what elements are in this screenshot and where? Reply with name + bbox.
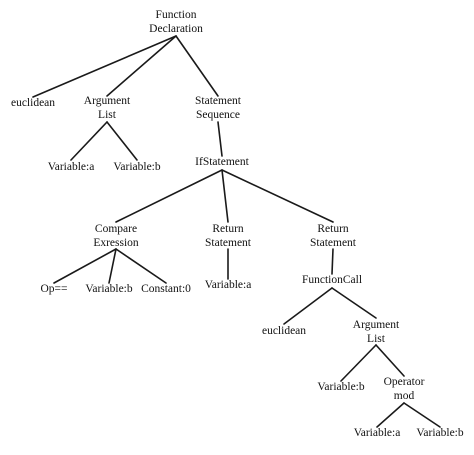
- tree-node-func-call: FunctionCall: [302, 273, 362, 287]
- node-label-line: euclidean: [261, 325, 307, 337]
- node-label-line: Op==: [40, 283, 68, 295]
- edge-compare-expr-to-op-eq: [53, 248, 117, 284]
- edge-func-decl-to-arg-list1: [106, 35, 177, 97]
- edge-arg-list1-to-var-b1: [106, 121, 138, 161]
- edge-compare-expr-to-const0: [115, 248, 167, 284]
- node-label-line: List: [367, 333, 385, 345]
- node-label-line: euclidean: [10, 97, 56, 109]
- edge-if-stmt-to-return1: [221, 169, 229, 223]
- node-label-line: Variable:b: [416, 427, 464, 439]
- tree-node-var-b4: Variable:b: [416, 426, 463, 440]
- node-label-line: Variable:b: [113, 161, 161, 173]
- tree-node-const0: Constant:0: [141, 282, 191, 296]
- node-label-line: IfStatement: [195, 156, 249, 168]
- node-label-line: Variable:a: [47, 161, 95, 173]
- edge-if-stmt-to-return2: [221, 169, 334, 223]
- node-label-line: Statement: [195, 95, 241, 107]
- edge-op-mod-to-var-a3: [376, 402, 405, 428]
- node-label-line: FunctionCall: [301, 274, 363, 286]
- node-label-line: Compare: [94, 223, 138, 235]
- edge-if-stmt-to-compare-expr: [115, 169, 223, 223]
- edge-func-decl-to-euclidean1: [32, 35, 177, 98]
- edge-arg-list1-to-var-a1: [70, 121, 108, 161]
- node-label-line: Variable:b: [317, 381, 365, 393]
- node-label-line: Variable:b: [85, 283, 133, 295]
- node-label-line: Operator: [383, 376, 425, 388]
- tree-node-if-stmt: IfStatement: [195, 155, 249, 169]
- node-label-line: mod: [393, 390, 415, 402]
- node-label-line: Sequence: [195, 109, 241, 121]
- node-label-line: Return: [212, 223, 244, 235]
- node-label-line: List: [98, 109, 116, 121]
- tree-node-euclidean2: euclidean: [262, 324, 306, 338]
- edge-compare-expr-to-var-b2: [108, 248, 117, 284]
- node-label-line: Return: [317, 223, 349, 235]
- node-label-line: Declaration: [149, 23, 203, 35]
- tree-node-euclidean1: euclidean: [11, 96, 55, 110]
- edge-arg-list2-to-var-b3: [340, 344, 377, 382]
- edge-func-call-to-arg-list2: [331, 287, 377, 319]
- node-label-line: Variable:a: [204, 279, 252, 291]
- node-label-line: Argument: [352, 319, 400, 331]
- tree-node-op-mod: Operator mod: [384, 375, 425, 403]
- tree-node-var-b3: Variable:b: [317, 380, 364, 394]
- node-label-line: Exression: [93, 237, 139, 249]
- node-label-line: Variable:a: [353, 427, 401, 439]
- tree-node-var-a1: Variable:a: [48, 160, 95, 174]
- node-label-line: Argument: [83, 95, 131, 107]
- edge-arg-list2-to-op-mod: [375, 344, 405, 377]
- tree-node-op-eq: Op==: [40, 282, 67, 296]
- tree-node-var-b1: Variable:b: [113, 160, 160, 174]
- tree-node-var-a2: Variable:a: [205, 278, 252, 292]
- edge-func-call-to-euclidean2: [283, 287, 333, 325]
- tree-node-var-b2: Variable:b: [85, 282, 132, 296]
- edge-return2-to-func-call: [331, 248, 334, 275]
- edge-stmt-seq-to-if-stmt: [217, 121, 223, 157]
- edge-op-mod-to-var-b4: [403, 402, 441, 428]
- edge-func-decl-to-stmt-seq: [175, 35, 219, 97]
- node-label-line: Function: [155, 9, 197, 21]
- node-label-line: Statement: [205, 237, 251, 249]
- node-label-line: Constant:0: [141, 283, 191, 295]
- tree-node-var-a3: Variable:a: [354, 426, 401, 440]
- node-label-line: Statement: [310, 237, 356, 249]
